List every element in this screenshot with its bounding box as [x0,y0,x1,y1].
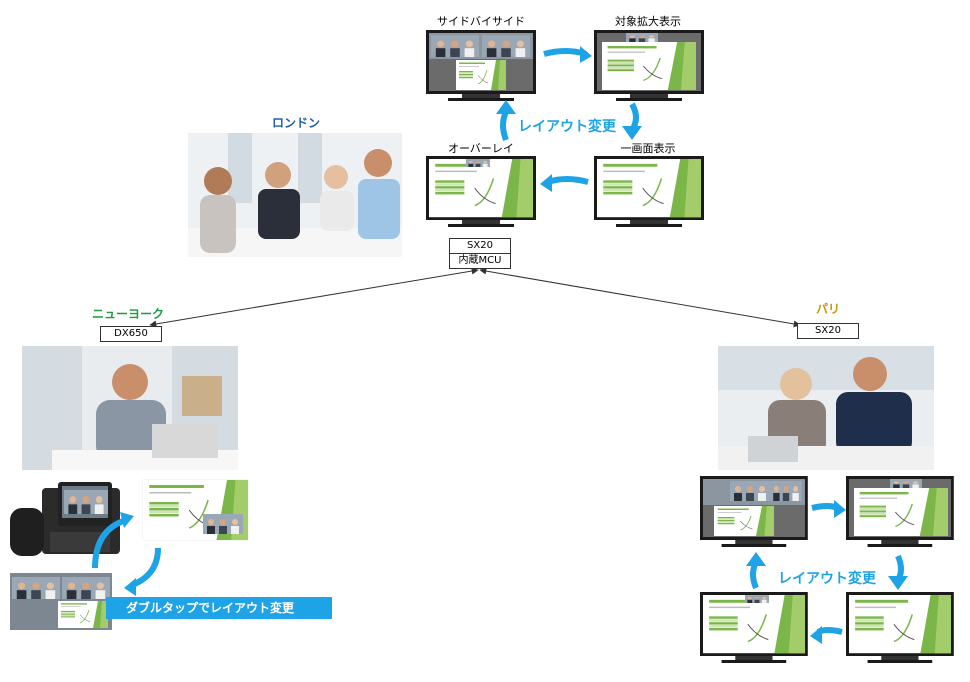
paris-device-label: SX20 [797,323,859,339]
newyork-double-tap-banner: ダブルタップでレイアウト変更 [106,597,332,619]
newyork-ip-phone [10,482,120,556]
monitor-side-by-side [426,30,536,101]
monitor-zoom [594,30,704,101]
paris-city-label: パリ [816,302,841,316]
paris-monitor-overlay [846,592,954,663]
cycle-arrow-4 [500,110,509,142]
paris-team-photo [718,346,934,470]
london-device-label: SX20 [449,238,511,254]
paris-monitor-single [700,592,808,663]
newyork-arrow-down [130,547,161,588]
connection-london-newyork [149,267,479,328]
paris-layout-change-label: レイアウト変更 [778,571,876,587]
newyork-person-photo [22,346,238,470]
london-mcu-label: 内蔵MCU [449,253,511,269]
newyork-arrow-up [92,517,128,569]
connection-london-paris [479,267,801,328]
monitor-label-overlay: オーバーレイ [448,142,514,155]
monitor-label-side-by-side: サイドバイサイド [437,15,525,28]
london-team-photo [188,133,402,257]
newyork-grid-screen [10,573,112,630]
cycle-arrow-1 [543,48,587,57]
monitor-label-single: 一画面表示 [620,142,676,155]
monitor-overlay [426,156,536,227]
newyork-city-label: ニューヨーク [92,307,165,321]
newyork-device-label: DX650 [100,326,162,342]
london-city-label: ロンドン [272,116,321,130]
paris-monitor-side [700,476,808,547]
newyork-slide-screen [142,479,249,541]
monitor-label-zoom: 対象拡大表示 [615,15,681,28]
cycle-arrow-3 [547,176,589,185]
london-layout-change-label: レイアウト変更 [518,119,616,135]
paris-monitor-zoom [846,476,954,547]
monitor-single [594,156,704,227]
